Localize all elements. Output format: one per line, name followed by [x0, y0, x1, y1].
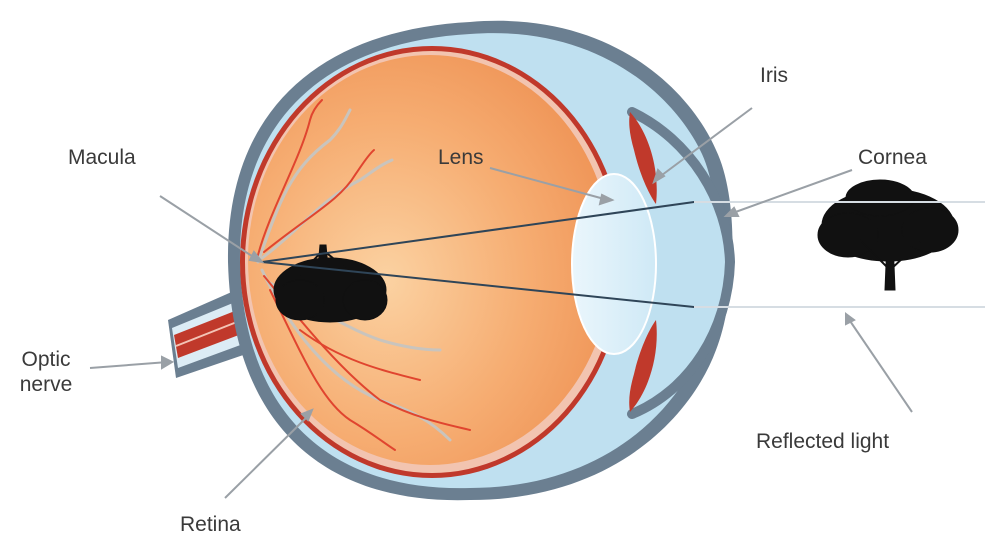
- label-lens: Lens: [438, 145, 484, 170]
- lens: [572, 174, 656, 354]
- label-iris: Iris: [760, 63, 788, 88]
- label-optic-nerve: Optic nerve: [6, 347, 86, 397]
- label-macula: Macula: [68, 145, 136, 170]
- label-retina: Retina: [180, 512, 241, 537]
- tree-icon: [818, 180, 958, 290]
- label-cornea: Cornea: [858, 145, 927, 170]
- label-optic-nerve-line2: nerve: [6, 372, 86, 397]
- label-optic-nerve-line1: Optic: [6, 347, 86, 372]
- label-reflected-light: Reflected light: [756, 429, 889, 454]
- vitreous-body: [248, 55, 612, 465]
